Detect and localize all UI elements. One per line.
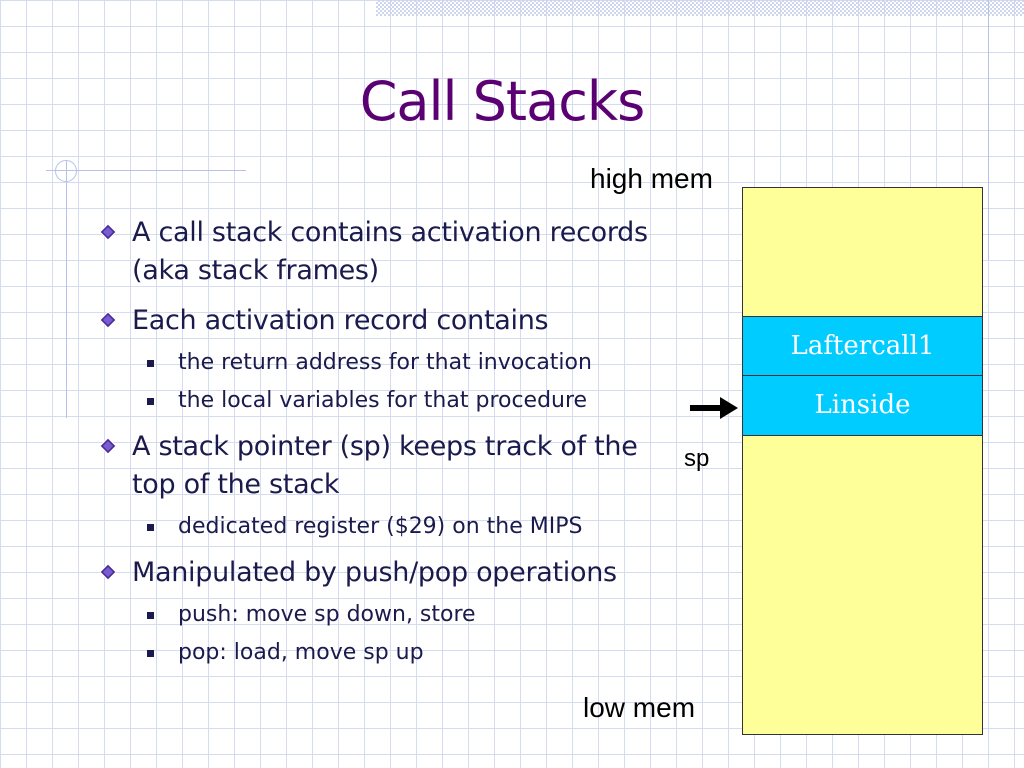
diamond-bullet-icon	[100, 312, 116, 328]
sub-bullet-item: dedicated register ($29) on the MIPS	[98, 512, 678, 542]
decorative-pattern-band	[376, 0, 1024, 16]
bullet-text: A stack pointer (sp) keeps track of the …	[132, 431, 638, 500]
sub-bullet-text: pop: load, move sp up	[178, 640, 424, 665]
sub-bullet-item: push: move sp down, store	[98, 600, 678, 630]
stack-frame-linside: Linside	[742, 375, 983, 436]
sub-bullet-text: the return address for that invocation	[178, 350, 592, 375]
square-bullet-icon	[147, 650, 154, 657]
stack-frame-laftercall1: Laftercall1	[742, 316, 983, 377]
sub-bullet-text: the local variables for that procedure	[178, 388, 588, 413]
bullet-text: A call stack contains activation records…	[132, 217, 648, 286]
high-mem-label: high mem	[590, 163, 713, 194]
bullet-item: Each activation record contains	[98, 302, 678, 340]
square-bullet-icon	[147, 524, 154, 531]
sp-label: sp	[684, 445, 710, 472]
decorative-vertical-line	[66, 160, 67, 418]
decorative-right-line	[988, 0, 989, 260]
decorative-horizontal-line	[46, 170, 246, 171]
square-bullet-icon	[147, 612, 154, 619]
bullet-item: A stack pointer (sp) keeps track of the …	[98, 428, 678, 504]
diamond-bullet-icon	[100, 564, 116, 580]
diamond-bullet-icon	[100, 438, 116, 454]
square-bullet-icon	[147, 398, 154, 405]
sub-bullet-item: pop: load, move sp up	[98, 638, 678, 668]
slide-title: Call Stacks	[359, 70, 646, 133]
bullet-text: Manipulated by push/pop operations	[132, 557, 617, 588]
bullet-list: A call stack contains activation records…	[98, 214, 678, 680]
bullet-item: Manipulated by push/pop operations	[98, 554, 678, 592]
decorative-circle	[55, 160, 77, 182]
bullet-item: A call stack contains activation records…	[98, 214, 678, 290]
low-mem-label: low mem	[583, 692, 696, 723]
sub-bullet-item: the local variables for that procedure	[98, 386, 678, 416]
diamond-bullet-icon	[100, 224, 116, 240]
bullet-text: Each activation record contains	[132, 305, 549, 336]
square-bullet-icon	[147, 360, 154, 367]
sub-bullet-text: push: move sp down, store	[178, 602, 476, 627]
stack-pointer-arrow-icon	[690, 397, 738, 419]
call-stack-diagram: Laftercall1 Linside	[742, 187, 983, 735]
sub-bullet-item: the return address for that invocation	[98, 348, 678, 378]
sub-bullet-text: dedicated register ($29) on the MIPS	[178, 514, 583, 539]
